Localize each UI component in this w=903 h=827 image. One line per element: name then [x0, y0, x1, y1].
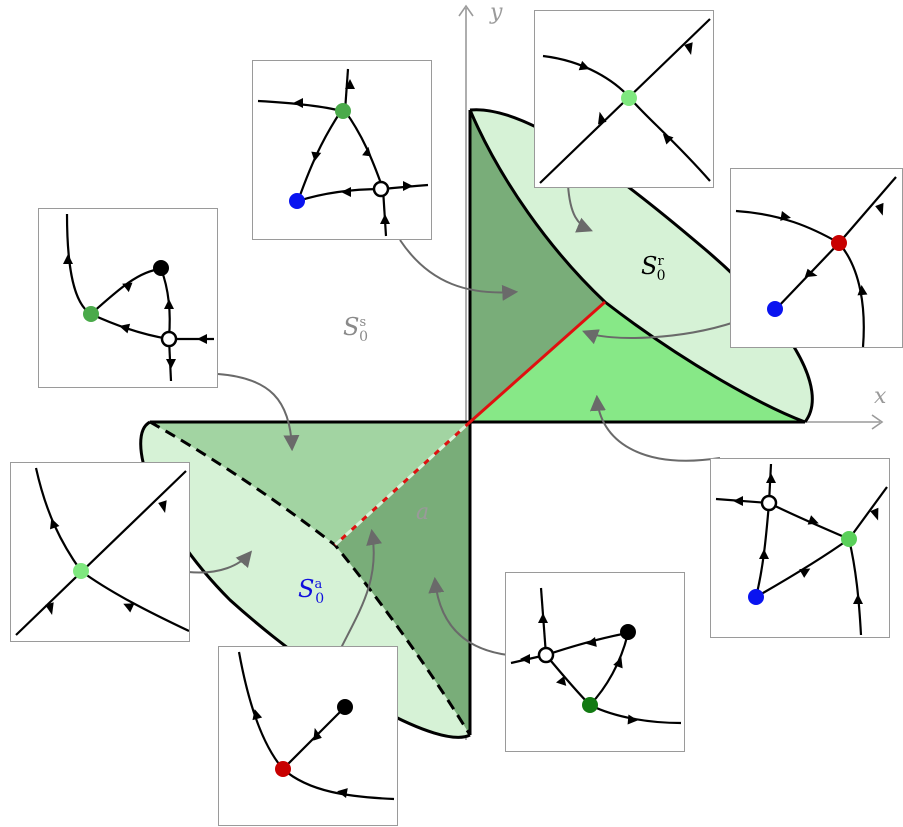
mid-green-saddle-marker-lower-right	[841, 531, 857, 547]
open-circle-saddle-marker-bottom-right	[537, 646, 555, 664]
repelling-lower-face	[470, 302, 805, 422]
attracting-upper-face	[150, 422, 470, 545]
red-unstable-node-marker-bottom	[275, 761, 291, 777]
light-green-saddle-marker-lower-left	[73, 563, 89, 579]
red-unstable-node-marker	[831, 235, 847, 251]
phase-portrait-right	[730, 168, 903, 348]
connector-top	[567, 184, 593, 233]
phase-portrait-lower-left	[10, 462, 190, 642]
phase-portrait-top-left	[252, 60, 432, 240]
attracting-region-label: Sa0	[298, 575, 325, 607]
phase-portrait-lower-right	[710, 458, 890, 638]
blue-stable-node-marker-right	[767, 301, 783, 317]
repelling-region-label: Sr0	[641, 252, 666, 284]
repelling-dark-face	[470, 110, 605, 422]
phase-portrait-top-left-svg	[257, 68, 429, 237]
phase-portrait-bottom-right	[505, 572, 685, 752]
a-axis-label: a	[416, 500, 430, 525]
phase-portrait-top-svg	[539, 18, 711, 184]
x-axis-arrowhead	[871, 414, 884, 430]
mid-green-node-marker	[83, 306, 99, 322]
attracting-dashed-fold	[149, 420, 472, 736]
repelling-rim	[469, 108, 814, 423]
phase-portrait-lower-right-svg	[715, 463, 888, 636]
fold-line-dashed-light	[333, 420, 472, 547]
black-node-marker-bottom-right	[620, 624, 636, 640]
y-axis-label: y	[490, 0, 503, 25]
connector-bottom	[339, 528, 382, 651]
light-green-saddle-marker	[621, 90, 637, 106]
phase-portrait-left-svg	[63, 213, 214, 382]
open-circle-saddle-marker-left	[160, 330, 178, 348]
phase-portrait-left	[38, 208, 218, 388]
blue-stable-node-marker	[289, 193, 305, 209]
attracting-rim	[139, 420, 471, 739]
connector-left	[217, 373, 300, 452]
x-axis-label: x	[874, 384, 887, 409]
phase-portrait-right-svg	[735, 176, 897, 347]
green-saddle-node-marker	[335, 103, 351, 119]
phase-portrait-bottom-svg	[237, 651, 395, 801]
connector-bottom-right	[428, 576, 509, 656]
connector-lower-left	[187, 550, 253, 574]
fold-line	[333, 300, 606, 547]
phase-portrait-bottom-right-svg	[510, 587, 682, 725]
open-circle-saddle-marker-lower-right	[760, 494, 778, 512]
attracting-dark-face	[335, 422, 470, 735]
phase-portrait-bottom	[218, 646, 398, 826]
open-circle-saddle-marker	[372, 180, 390, 198]
phase-portrait-top	[534, 10, 714, 188]
black-node-marker-bottom	[337, 699, 353, 715]
dark-green-node-marker	[582, 697, 598, 713]
connector-top-left	[399, 239, 519, 301]
connector-right	[582, 321, 736, 345]
blue-stable-node-marker-lower-right	[748, 589, 764, 605]
phase-portrait-lower-left-svg	[15, 467, 189, 636]
connector-lower-right	[589, 394, 721, 462]
fold-line-solid	[469, 300, 606, 424]
y-axis-arrowhead	[458, 4, 474, 17]
connector-arrows	[187, 184, 736, 656]
saddle-region-label: Ss0	[343, 313, 369, 345]
black-node-marker	[153, 260, 169, 276]
